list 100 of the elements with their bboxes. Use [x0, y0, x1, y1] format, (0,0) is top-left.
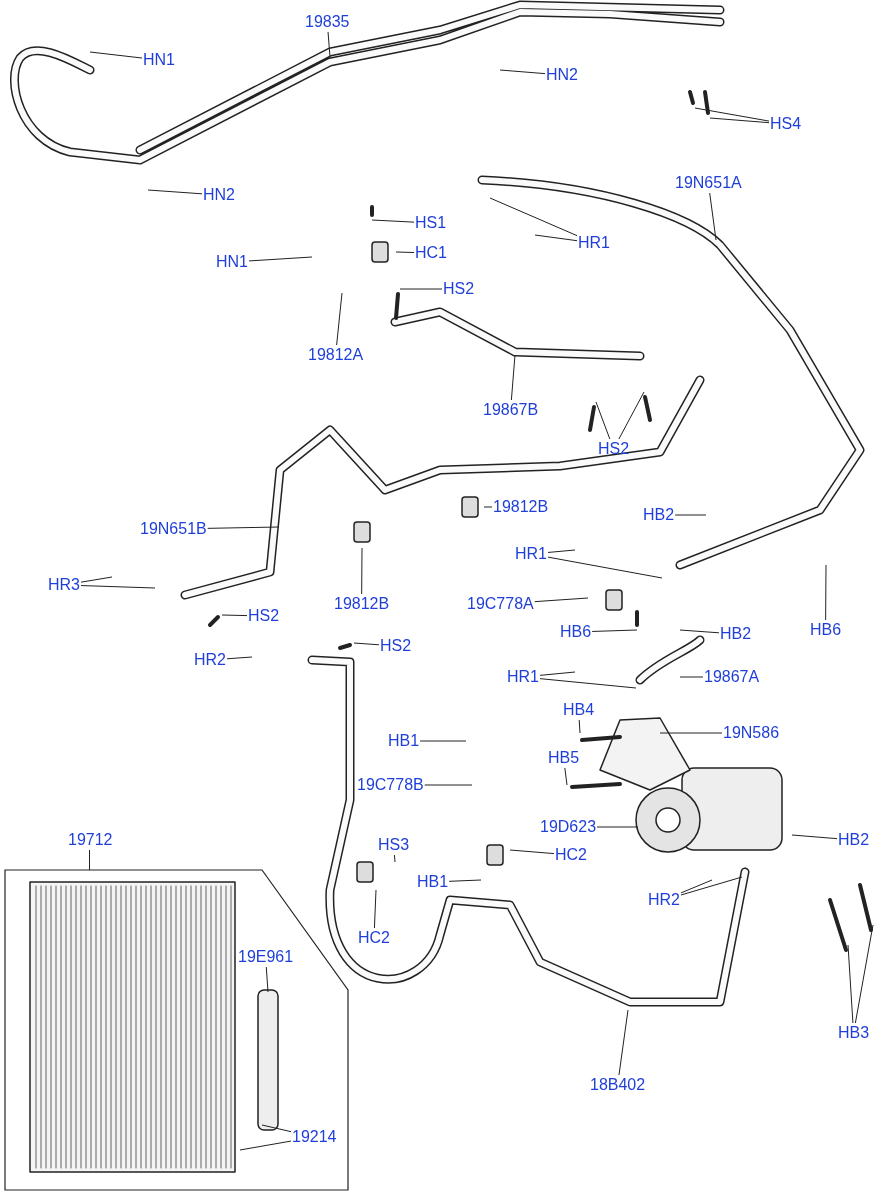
- part-number: HB5: [548, 749, 580, 767]
- part-number: 19E961: [238, 948, 294, 966]
- part-number: 19835: [305, 13, 350, 31]
- part-number: 19D623: [540, 818, 597, 836]
- leader-line: [361, 547, 363, 595]
- leader-line: [547, 556, 663, 579]
- leader-line: [353, 642, 380, 646]
- leader-line: [147, 189, 203, 195]
- leader-line: [564, 767, 568, 786]
- part-number: 19N651A: [675, 174, 742, 192]
- part-number: HS2: [598, 440, 630, 458]
- part-number: 19C778B: [357, 776, 424, 794]
- part-number: HN2: [203, 186, 235, 204]
- leader-line: [709, 192, 717, 241]
- part-number: HB2: [720, 625, 752, 643]
- part-number: HB6: [810, 621, 842, 639]
- leader-line: [424, 784, 473, 786]
- part-number: HB6: [560, 623, 592, 641]
- leader-line: [680, 876, 743, 896]
- part-number: HB1: [388, 732, 420, 750]
- part-number: 18B402: [590, 1076, 646, 1094]
- part-number: 19812B: [334, 595, 390, 613]
- leader-line: [679, 676, 704, 678]
- part-number: HC2: [358, 929, 390, 947]
- leader-line: [791, 834, 838, 840]
- leader-line: [694, 107, 770, 122]
- part-number: HS3: [378, 836, 410, 854]
- leader-line: [510, 354, 516, 401]
- leader-line: [248, 256, 313, 262]
- part-number: HN1: [216, 253, 248, 271]
- part-number: HB3: [838, 1024, 870, 1042]
- part-number: HB2: [643, 506, 675, 524]
- leader-line: [327, 31, 331, 58]
- leader-line: [499, 69, 546, 75]
- part-number: HR1: [578, 234, 610, 252]
- leader-line: [709, 117, 770, 124]
- leader-line: [80, 585, 156, 589]
- leader-line: [578, 719, 581, 734]
- leader-line: [591, 629, 638, 632]
- part-number: 19N586: [723, 724, 780, 742]
- leader-line: [207, 526, 280, 529]
- leader-line: [80, 576, 113, 583]
- part-number: 19214: [292, 1128, 337, 1146]
- leader-line: [674, 514, 707, 516]
- part-number: HB2: [838, 831, 870, 849]
- part-number: 19C778A: [467, 595, 534, 613]
- leader-line: [336, 292, 343, 346]
- leader-line: [547, 549, 576, 553]
- part-number: HR2: [648, 891, 680, 909]
- leader-line: [448, 879, 482, 882]
- part-number: 19712: [68, 831, 113, 849]
- leader-line: [261, 1124, 292, 1133]
- leader-line: [539, 671, 576, 676]
- leader-line: [679, 629, 720, 634]
- part-number: HR1: [515, 545, 547, 563]
- part-number: HS2: [443, 280, 475, 298]
- leader-line: [89, 51, 143, 59]
- leader-line: [509, 849, 555, 855]
- part-number: HS1: [415, 214, 447, 232]
- leader-line: [825, 564, 827, 621]
- part-number: HC2: [555, 846, 587, 864]
- leader-line: [659, 732, 723, 734]
- part-number: 19812A: [308, 346, 364, 364]
- leader-line: [373, 889, 377, 929]
- leader-line: [618, 1009, 629, 1076]
- leader-line: [371, 219, 415, 223]
- leader-line: [854, 924, 874, 1024]
- part-number: 19N651B: [140, 520, 207, 538]
- leader-line: [618, 391, 645, 440]
- part-number: 19867B: [483, 401, 539, 419]
- leader-line: [596, 826, 639, 828]
- leader-line: [89, 849, 90, 871]
- part-number: HS2: [248, 607, 280, 625]
- leader-line: [226, 656, 253, 660]
- part-number: HC1: [415, 244, 447, 262]
- part-number: HN1: [143, 51, 175, 69]
- leader-line: [265, 966, 269, 993]
- part-number: HR1: [507, 668, 539, 686]
- part-number: HS4: [770, 115, 802, 133]
- leader-line: [595, 401, 611, 440]
- leader-line: [483, 506, 493, 508]
- leader-line: [395, 251, 415, 253]
- part-number: HN2: [546, 66, 578, 84]
- leader-line: [399, 288, 443, 290]
- part-number: HS2: [380, 637, 412, 655]
- leader-line: [221, 614, 248, 617]
- leader-line: [534, 597, 589, 603]
- part-number: 19867A: [704, 668, 760, 686]
- leader-line: [847, 944, 854, 1024]
- leader-line: [393, 854, 396, 863]
- leader-line: [534, 234, 578, 242]
- part-number: HR3: [48, 576, 80, 594]
- part-number: HB1: [417, 873, 449, 891]
- part-number: 19812B: [493, 498, 549, 516]
- leader-line: [239, 1140, 292, 1151]
- leader-line: [539, 678, 637, 689]
- part-number: HR2: [194, 651, 226, 669]
- leader-line: [680, 879, 713, 894]
- part-number: HB4: [563, 701, 595, 719]
- leader-line: [419, 740, 467, 742]
